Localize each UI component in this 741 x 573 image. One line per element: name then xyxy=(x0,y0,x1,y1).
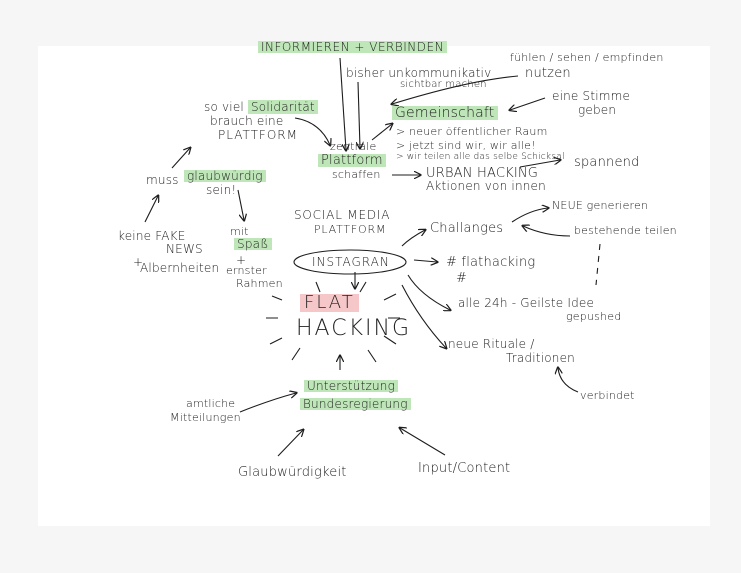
dashed-bestehende xyxy=(595,243,601,286)
news-label: NEWS xyxy=(166,242,203,256)
schaffen-label: schaffen xyxy=(332,168,381,181)
mitteilungen-label: Mitteilungen xyxy=(170,411,241,424)
arrow-bestehende-challanges xyxy=(523,226,571,237)
arrow-glaubwuerdig-up xyxy=(171,148,190,169)
neue-generieren-label: NEUE generieren xyxy=(552,199,649,212)
aktionen-label: Aktionen von innen xyxy=(426,179,546,193)
fuehlen-label: fühlen / sehen / empfinden xyxy=(510,51,664,64)
arrow-insta-rituale xyxy=(401,284,446,348)
albernheiten-label: Albernheiten xyxy=(140,261,220,275)
gemeinschaft-label: Gemeinschaft xyxy=(392,106,498,120)
plattform-caps-label: PLATTFORM xyxy=(218,128,298,142)
hash-label: # xyxy=(456,271,468,286)
paper-sheet xyxy=(38,46,710,526)
center-rays xyxy=(266,281,400,363)
arrow-bisher-plattform xyxy=(358,81,360,148)
arrow-input-up xyxy=(400,428,446,456)
so-viel-label: so viel Solidarität xyxy=(204,100,318,114)
arrow-amtliche-unterstuetzung xyxy=(239,393,296,413)
eine-stimme-label: eine Stimme xyxy=(552,89,631,103)
nutzen-label: nutzen xyxy=(525,66,571,81)
arrow-fake-glaubwuerdig xyxy=(144,196,158,223)
rituale-label: neue Rituale / xyxy=(448,337,535,351)
flathacking-hashtag-label: # flathacking xyxy=(446,255,536,270)
solidaritaet-label: Solidarität xyxy=(247,100,318,114)
glaubwuerdig-label: glaubwürdig xyxy=(184,170,266,182)
spass-label: Spaß xyxy=(234,238,272,250)
hacking-label: HACKING xyxy=(296,316,411,341)
rahmen-label: Rahmen xyxy=(236,277,283,290)
muss-label: muss xyxy=(146,173,179,187)
informieren-label: INFORMIEREN + VERBINDEN xyxy=(258,41,448,53)
instagram-ellipse xyxy=(293,249,407,275)
so-viel-text: so viel xyxy=(204,100,244,114)
keine-fake-label: keine FAKE xyxy=(118,229,186,243)
arrow-informieren-plattform xyxy=(339,57,346,150)
spannend-label: spannend xyxy=(574,155,640,170)
arrow-stimme-gemeinschaft xyxy=(510,97,546,110)
bisher-label: bisher unkommunikativ xyxy=(346,66,492,80)
instagram-label: INSTAGRAN xyxy=(312,255,390,269)
spass-plus-label: + xyxy=(236,253,247,267)
challanges-label: Challanges xyxy=(430,221,504,236)
arrow-verbindet xyxy=(558,368,579,393)
flat-label: FLAT xyxy=(300,294,359,312)
sein-label: sein! xyxy=(206,183,237,197)
urban-hacking-label: URBAN HACKING xyxy=(426,166,539,181)
brauch-label: brauch eine xyxy=(210,114,284,128)
unterstuetzung-label: Unterstützung xyxy=(304,380,398,392)
bundesregierung-label: Bundesregierung xyxy=(300,398,411,410)
plattform-label: Plattform xyxy=(318,154,386,167)
plattform-caption-label: PLATTFORM xyxy=(314,223,387,236)
arrow-glaubwuerdigkeit-up xyxy=(277,430,303,457)
arrow-plattform-gemeinschaft xyxy=(371,124,392,141)
glaubwuerdigkeit-label: Glaubwürdigkeit xyxy=(238,465,347,480)
arrow-insta-challanges xyxy=(401,230,425,247)
fake-plus-label: + xyxy=(133,255,144,269)
alle24-label: alle 24h - Geilste Idee xyxy=(458,296,595,310)
gepushed-label: gepushed xyxy=(566,310,622,323)
traditionen-label: Traditionen xyxy=(506,351,575,365)
mit-label: mit xyxy=(230,225,249,238)
bullet-3: > wir teilen alle das selbe Schicksal xyxy=(396,152,565,162)
amtliche-label: amtliche xyxy=(186,397,236,410)
bullet-2: > jetzt sind wir, wir alle! xyxy=(396,139,536,152)
zentrale-label: zentrale xyxy=(330,140,377,153)
bullet-1: > neuer öffentlicher Raum xyxy=(396,125,548,138)
arrow-challanges-neue xyxy=(511,208,548,223)
input-content-label: Input/Content xyxy=(418,461,511,476)
arrow-insta-alle24 xyxy=(407,274,450,310)
arrow-nutzen-gemeinschaft xyxy=(392,75,519,104)
arrow-insta-flathacking xyxy=(413,260,437,262)
ernster-label: ernster xyxy=(226,264,267,277)
bestehende-teilen-label: bestehende teilen xyxy=(574,224,677,237)
social-media-label: SOCIAL MEDIA xyxy=(294,208,391,222)
sichtbar-label: sichtbar machen xyxy=(400,79,487,90)
verbindet-label: verbindet xyxy=(580,389,635,402)
arrow-glaubwuerdig-spass xyxy=(237,189,244,220)
arrow-urban-spannend xyxy=(519,160,560,168)
geben-label: geben xyxy=(578,103,617,117)
arrow-solidaritaet-plattform xyxy=(294,117,330,145)
